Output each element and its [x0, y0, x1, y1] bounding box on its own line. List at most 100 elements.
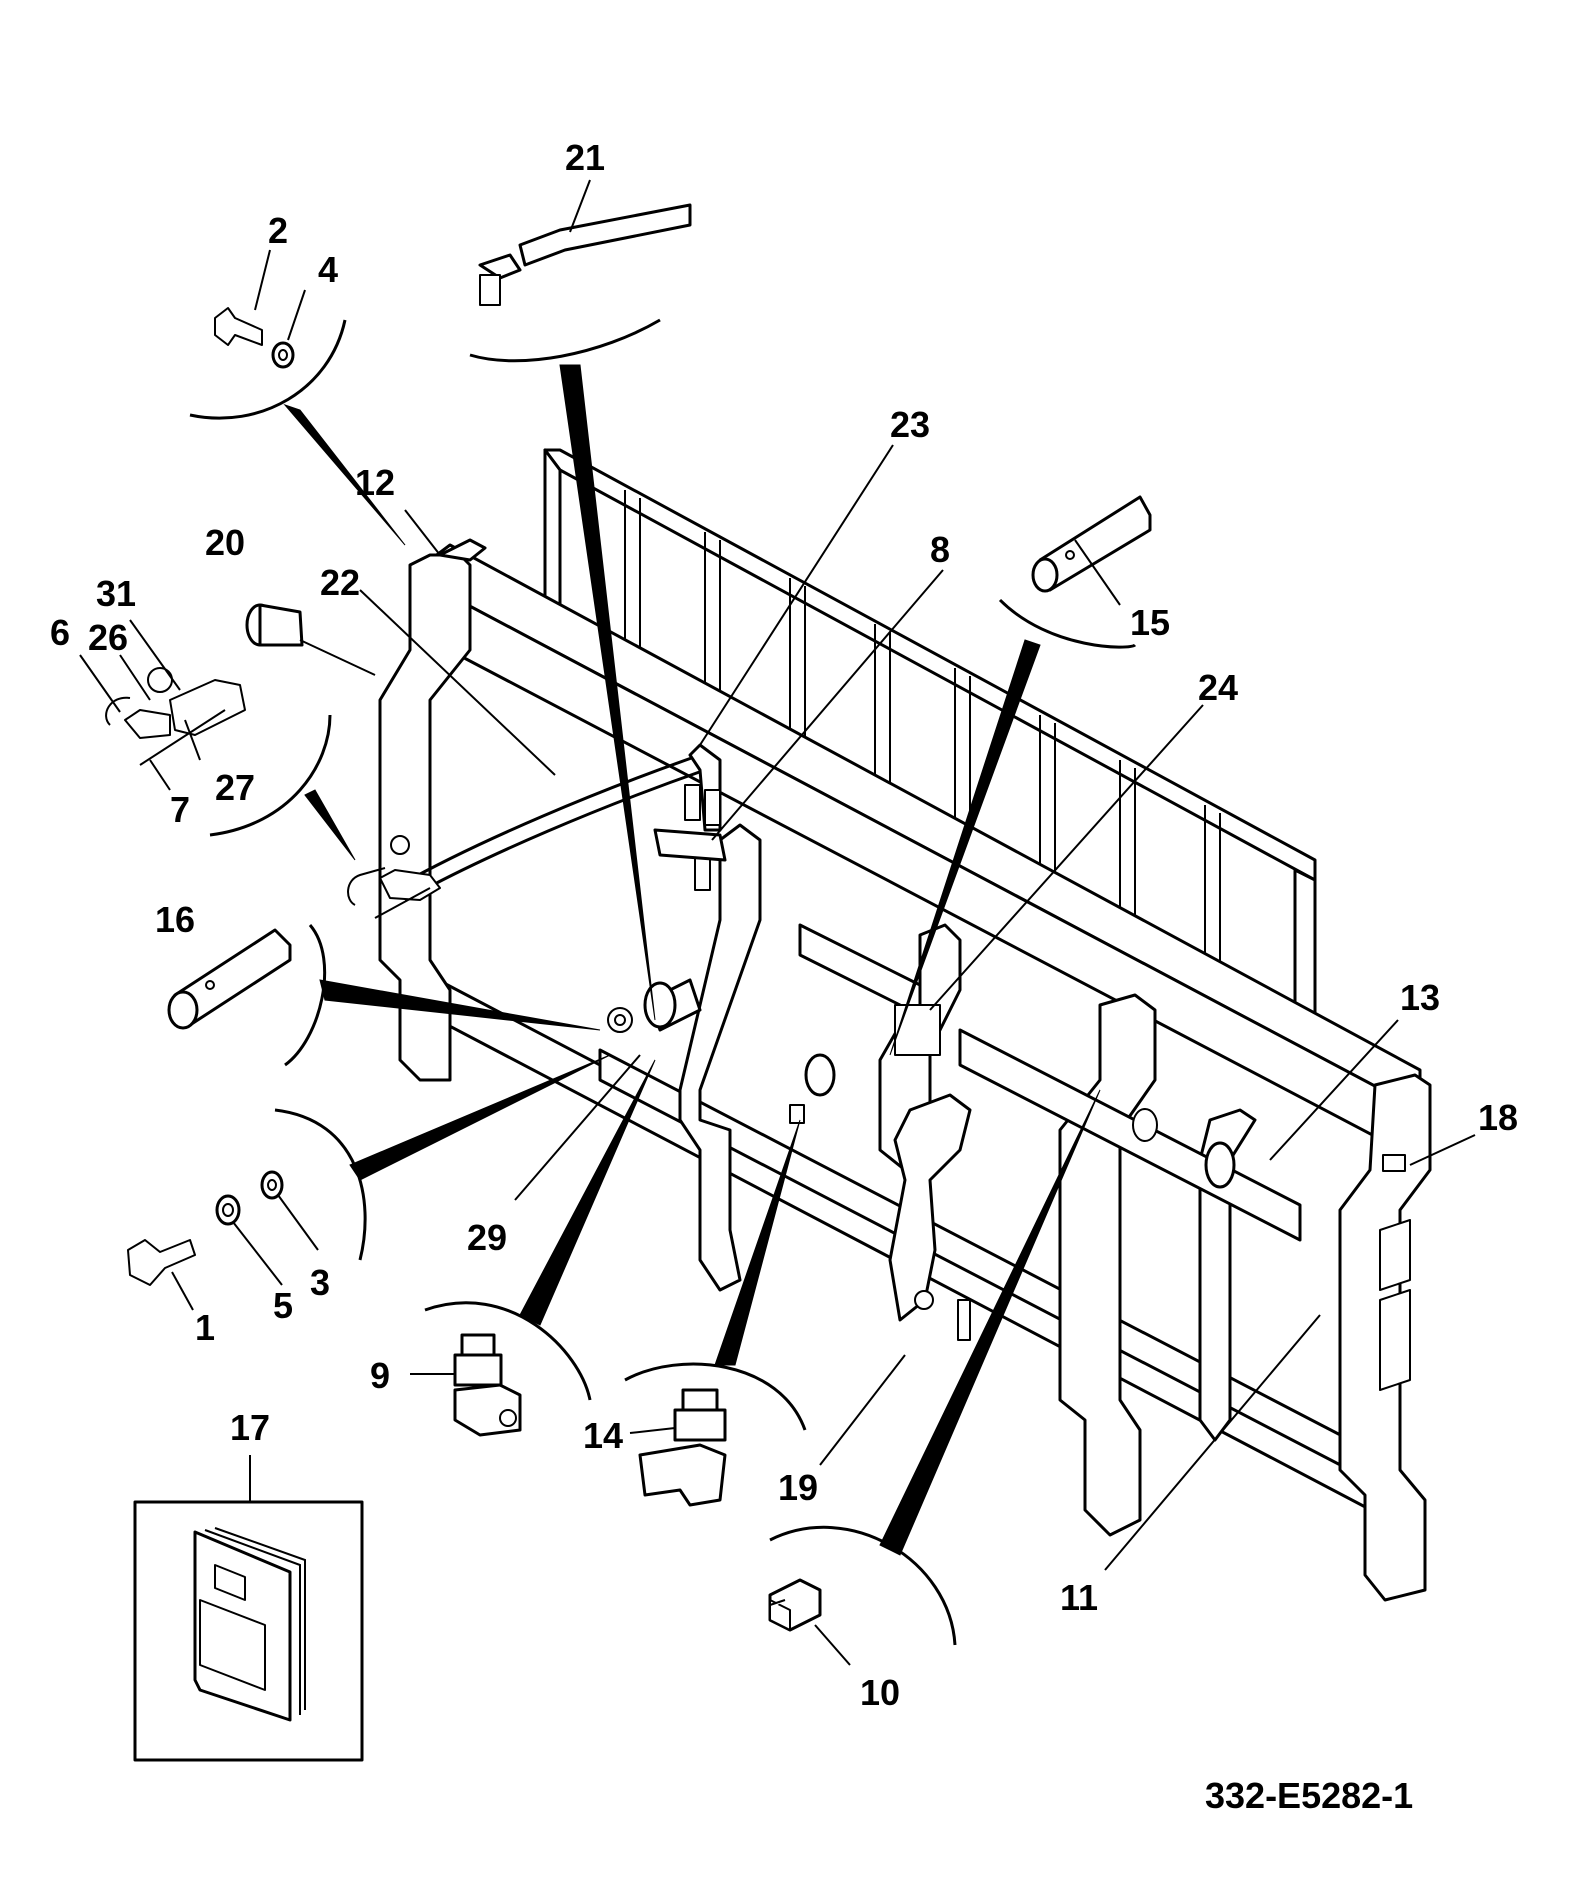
callout-12: 12	[355, 462, 395, 503]
hose-22-upper	[399, 753, 701, 887]
callout-24: 24	[1198, 667, 1238, 708]
callout-13: 13	[1400, 977, 1440, 1018]
fitting-9-port	[499, 1409, 517, 1427]
fitting-14-nut	[673, 1408, 727, 1442]
pin-16-hole	[205, 980, 215, 990]
manual-17-pages-a	[204, 1529, 301, 1715]
leader-lines	[79, 179, 1476, 1666]
arc-detail-14	[624, 1362, 807, 1431]
lanyard-6	[105, 696, 131, 726]
leader-14	[629, 1427, 676, 1434]
callout-23: 23	[890, 404, 930, 445]
leader-10	[814, 1624, 851, 1666]
pin-16-end	[167, 990, 199, 1030]
callout-4: 4	[318, 249, 338, 290]
coupler-pin	[374, 887, 431, 919]
leader-31	[129, 619, 181, 691]
callout-6: 6	[50, 612, 70, 653]
arc-detail-coupler	[209, 714, 332, 837]
callout-11: 11	[1060, 1577, 1098, 1618]
wedge-detail-14	[714, 1119, 801, 1366]
leader-3	[277, 1194, 319, 1251]
right-plate-slot	[1382, 1154, 1406, 1172]
hose-fitting-a	[684, 784, 701, 821]
arc-detail-16	[284, 924, 327, 1067]
ring-6	[147, 667, 173, 693]
arc-detail-1-3-5	[274, 1108, 367, 1261]
wedge-detail-16	[319, 979, 601, 1031]
arc-detail-21	[469, 318, 661, 363]
bush-20-leader	[299, 639, 376, 676]
quick-coupler-assembly	[379, 869, 441, 901]
callout-29: 29	[467, 1217, 507, 1258]
carriage-frame	[378, 448, 1432, 1602]
callout-16: 16	[155, 899, 195, 940]
leader-15	[1074, 539, 1121, 606]
grease-nipple-14-mounted	[789, 1104, 805, 1124]
leader-1	[171, 1271, 194, 1311]
fitting-9-nut	[453, 1353, 503, 1387]
washer-5-hole	[222, 1203, 234, 1217]
locking-shaft-13	[958, 1028, 1302, 1242]
callout-3: 3	[310, 1262, 330, 1303]
bolt-1	[127, 1239, 196, 1286]
left-hook-plate	[678, 823, 762, 1292]
grease-nipple-10-hex	[769, 1599, 791, 1631]
spring-washer-3-hole	[267, 1179, 277, 1191]
coupler-lanyard	[347, 867, 386, 906]
hose-22-lower	[404, 768, 706, 902]
manual-17-logo	[214, 1564, 246, 1601]
drawing-number: 332-E5282-1	[1205, 1775, 1413, 1816]
callout-7: 7	[170, 789, 190, 830]
wedge-detail-2-4	[283, 403, 406, 546]
left-end-plate-top-lip	[438, 538, 487, 562]
leader-4	[287, 289, 306, 341]
bolt-2	[214, 307, 263, 346]
leader-23	[699, 444, 894, 746]
hose-21-elbow	[478, 253, 522, 280]
wedge-detail-15	[889, 639, 1041, 1056]
leader-11	[1104, 1314, 1321, 1571]
manual-17-pages-b	[214, 1527, 306, 1710]
leader-12	[404, 509, 441, 556]
leader-2	[254, 249, 271, 311]
cylinder-end-29	[643, 981, 677, 1029]
coupler-26	[124, 709, 171, 739]
leader-13	[1269, 1019, 1399, 1161]
pin-15-hole	[1065, 550, 1075, 560]
leader-5	[232, 1221, 283, 1286]
callout-5: 5	[273, 1285, 293, 1326]
manual-17-cover-panel	[199, 1599, 266, 1691]
wedge-detail-21	[559, 364, 656, 1021]
hose-21-nut	[479, 274, 501, 306]
arc-detail-2-4	[189, 319, 347, 420]
hook-19	[888, 1093, 972, 1322]
pivot-shaft	[798, 923, 922, 1017]
callout-2: 2	[268, 210, 288, 251]
leader-18	[1409, 1134, 1476, 1166]
label-plate-24	[894, 1004, 941, 1056]
callout-20: 20	[205, 522, 245, 563]
right-hook-plate	[1058, 993, 1157, 1537]
callout-8: 8	[930, 529, 950, 570]
leader-19	[819, 1354, 906, 1466]
callout-14: 14	[583, 1415, 623, 1456]
callout-22: 22	[320, 562, 360, 603]
arc-detail-15	[998, 598, 1137, 649]
callout-10: 10	[860, 1672, 900, 1713]
leader-21	[569, 179, 591, 233]
washer-4-hole	[278, 349, 288, 361]
arc-detail-9	[424, 1301, 592, 1401]
detail-arcs	[189, 318, 1137, 1646]
pin-7	[139, 709, 226, 766]
callout-17: 17	[230, 1407, 270, 1448]
callout-27: 27	[215, 767, 255, 808]
backrest-bars	[624, 490, 1221, 1005]
hook-stop	[957, 1299, 971, 1341]
fitting-9-top	[460, 1333, 496, 1357]
cylinder-eye	[804, 1053, 836, 1097]
right-plate-bracket-a	[1379, 1219, 1411, 1291]
callout-1: 1	[195, 1307, 215, 1348]
fitting-14-top	[681, 1388, 719, 1412]
